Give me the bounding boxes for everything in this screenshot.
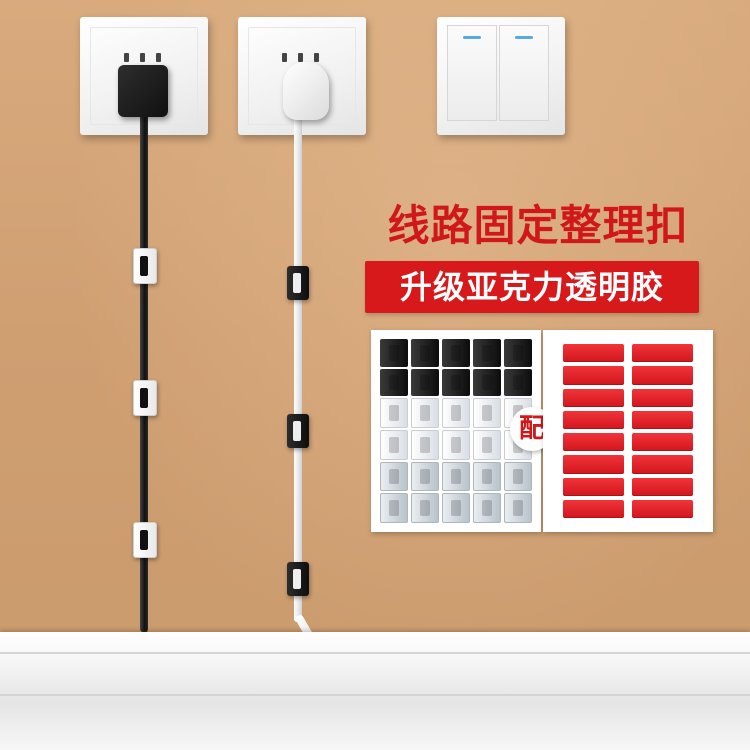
switch-indicator-icon: [515, 36, 533, 39]
switch-rocker-left: [447, 25, 497, 121]
clip-column: [411, 339, 439, 524]
wall-switch: [437, 17, 565, 135]
cable-clip-icon: [133, 380, 157, 416]
cable-clip-icon: [287, 562, 309, 596]
black-clip: [473, 339, 501, 367]
adhesive-pad: [632, 366, 693, 385]
white-clip: [411, 398, 439, 429]
adhesive-product-card: [543, 330, 713, 532]
white-clip: [380, 398, 408, 429]
clear-clip: [442, 461, 470, 492]
black-plug-icon: [118, 65, 168, 117]
clear-clip: [380, 461, 408, 492]
clear-clip: [442, 493, 470, 524]
black-cable: [140, 112, 148, 632]
black-clip: [473, 368, 501, 397]
black-clip: [411, 339, 439, 367]
socket-hole: [314, 53, 319, 62]
skirting-groove: [0, 694, 750, 696]
adhesive-pad: [563, 410, 624, 429]
white-clip: [473, 398, 501, 429]
socket-plate-inner: [248, 27, 356, 125]
socket-hole: [282, 53, 287, 62]
clip-column: [380, 339, 408, 524]
white-clip: [442, 430, 470, 460]
clip-column: [442, 339, 470, 524]
clip-column: [473, 339, 501, 524]
adhesive-pad: [632, 455, 693, 474]
cable-clip-icon: [133, 248, 157, 284]
adhesive-pad: [563, 455, 624, 474]
headline: 线路固定整理扣: [387, 201, 689, 250]
cable-clip-icon: [287, 414, 309, 448]
socket-hole: [124, 53, 129, 62]
socket-hole: [298, 53, 303, 62]
adhesive-pad: [632, 344, 693, 363]
skirting-board: [0, 632, 750, 750]
socket-hole: [156, 53, 161, 62]
adhesive-pad: [632, 388, 693, 407]
clear-clip: [411, 493, 439, 524]
cable-clip-icon: [287, 266, 309, 300]
black-clip: [380, 368, 408, 397]
adhesive-pad: [563, 433, 624, 452]
adhesive-pad: [563, 344, 624, 363]
white-cable: [294, 116, 302, 622]
adhesive-pad: [632, 477, 693, 496]
white-clip: [380, 430, 408, 460]
cable-clip-icon: [133, 522, 157, 558]
adhesive-photo: [563, 344, 693, 518]
clear-clip: [504, 493, 532, 524]
black-clip: [504, 368, 532, 397]
adhesive-pad: [563, 477, 624, 496]
switch-indicator-icon: [463, 36, 481, 39]
clear-clip: [380, 493, 408, 524]
white-clip: [442, 398, 470, 429]
black-clip: [411, 368, 439, 397]
subheadline: 升级亚克力透明胶: [399, 268, 664, 306]
switch-rocker-right: [499, 25, 549, 121]
adhesive-pad: [632, 410, 693, 429]
adhesive-tape-icon: [563, 344, 693, 518]
white-plug-icon: [283, 62, 329, 120]
skirting-groove: [0, 652, 750, 654]
adhesive-pad: [563, 366, 624, 385]
clear-clip: [411, 461, 439, 492]
black-clip: [442, 339, 470, 367]
adhesive-pad: [563, 388, 624, 407]
clear-clip: [473, 461, 501, 492]
clear-clip: [473, 493, 501, 524]
clear-clip: [504, 461, 532, 492]
white-clip: [411, 430, 439, 460]
white-clip: [473, 430, 501, 460]
adhesive-pad: [563, 499, 624, 518]
adhesive-pad: [632, 433, 693, 452]
black-clip: [380, 339, 408, 367]
black-clip: [442, 368, 470, 397]
subheadline-banner: 升级亚克力透明胶: [365, 261, 699, 313]
adhesive-pad: [632, 499, 693, 518]
wall-switch-icon: [447, 25, 549, 121]
black-clip: [504, 339, 532, 367]
socket-hole: [140, 53, 145, 62]
